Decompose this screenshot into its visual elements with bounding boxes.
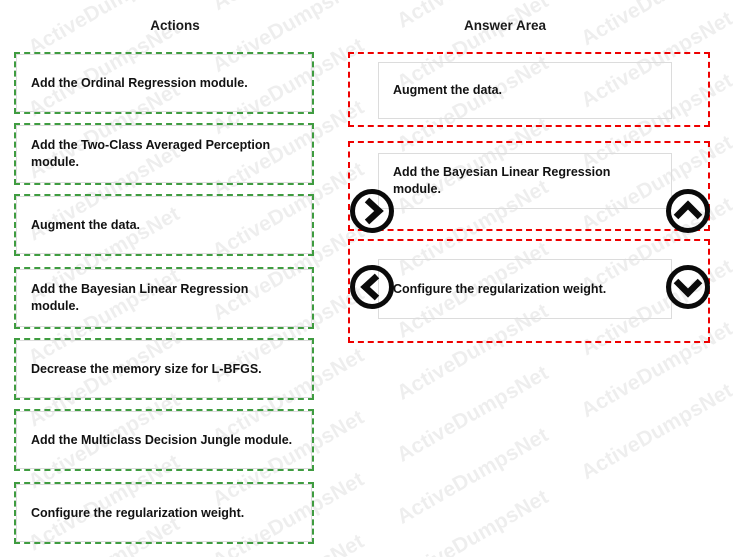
action-tile-surface[interactable]: Add the Multiclass Decision Jungle modul… xyxy=(16,411,312,469)
actions-list: Add the Ordinal Regression module. Add t… xyxy=(14,52,314,553)
action-tile-surface[interactable]: Add the Ordinal Regression module. xyxy=(16,54,312,112)
action-tile[interactable]: Decrease the memory size for L-BFGS. xyxy=(14,338,314,400)
action-tile-surface[interactable]: Add the Two-Class Averaged Perception mo… xyxy=(16,125,312,183)
chevron-up-circle-icon[interactable] xyxy=(664,187,712,235)
action-tile[interactable]: Add the Two-Class Averaged Perception mo… xyxy=(14,123,314,185)
answer-slot[interactable]: Augment the data. xyxy=(348,52,710,127)
action-tile-surface[interactable]: Configure the regularization weight. xyxy=(16,484,312,542)
chevron-right-circle-icon[interactable] xyxy=(348,187,396,235)
chevron-down-circle-icon[interactable] xyxy=(664,263,712,311)
action-tile-surface[interactable]: Add the Bayesian Linear Regression modul… xyxy=(16,269,312,327)
action-tile-label: Decrease the memory size for L-BFGS. xyxy=(31,361,262,376)
action-tile[interactable]: Configure the regularization weight. xyxy=(14,482,314,544)
answer-slot-surface[interactable]: Augment the data. xyxy=(378,62,672,119)
action-tile-surface[interactable]: Decrease the memory size for L-BFGS. xyxy=(16,340,312,398)
chevron-left-circle-icon[interactable] xyxy=(348,263,396,311)
action-tile-label: Add the Two-Class Averaged Perception mo… xyxy=(31,138,271,169)
action-tile[interactable]: Add the Multiclass Decision Jungle modul… xyxy=(14,409,314,471)
action-tile-surface[interactable]: Augment the data. xyxy=(16,196,312,254)
answer-slot[interactable]: Add the Bayesian Linear Regression modul… xyxy=(348,141,710,233)
answer-slot-label: Augment the data. xyxy=(393,83,503,98)
action-tile[interactable]: Add the Bayesian Linear Regression modul… xyxy=(14,267,314,329)
answer-slot-label: Add the Bayesian Linear Regression modul… xyxy=(393,165,611,196)
action-tile-label: Add the Ordinal Regression module. xyxy=(31,75,248,90)
answer-area-column-header: Answer Area xyxy=(463,18,547,33)
answer-slots: Augment the data. Add the Bayesian Linea… xyxy=(348,52,710,343)
answer-slot[interactable]: Configure the regularization weight. xyxy=(348,239,710,343)
action-tile[interactable]: Add the Ordinal Regression module. xyxy=(14,52,314,114)
answer-slot-label: Configure the regularization weight. xyxy=(393,281,607,296)
action-tile-label: Add the Multiclass Decision Jungle modul… xyxy=(31,432,293,447)
action-tile-label: Configure the regularization weight. xyxy=(31,505,245,520)
answer-slot-surface[interactable]: Add the Bayesian Linear Regression modul… xyxy=(378,153,672,209)
answer-slot-surface[interactable]: Configure the regularization weight. xyxy=(378,259,672,319)
action-tile-label: Augment the data. xyxy=(31,217,141,232)
actions-column-header: Actions xyxy=(150,18,200,33)
action-tile[interactable]: Augment the data. xyxy=(14,194,314,256)
action-tile-label: Add the Bayesian Linear Regression modul… xyxy=(31,282,249,313)
